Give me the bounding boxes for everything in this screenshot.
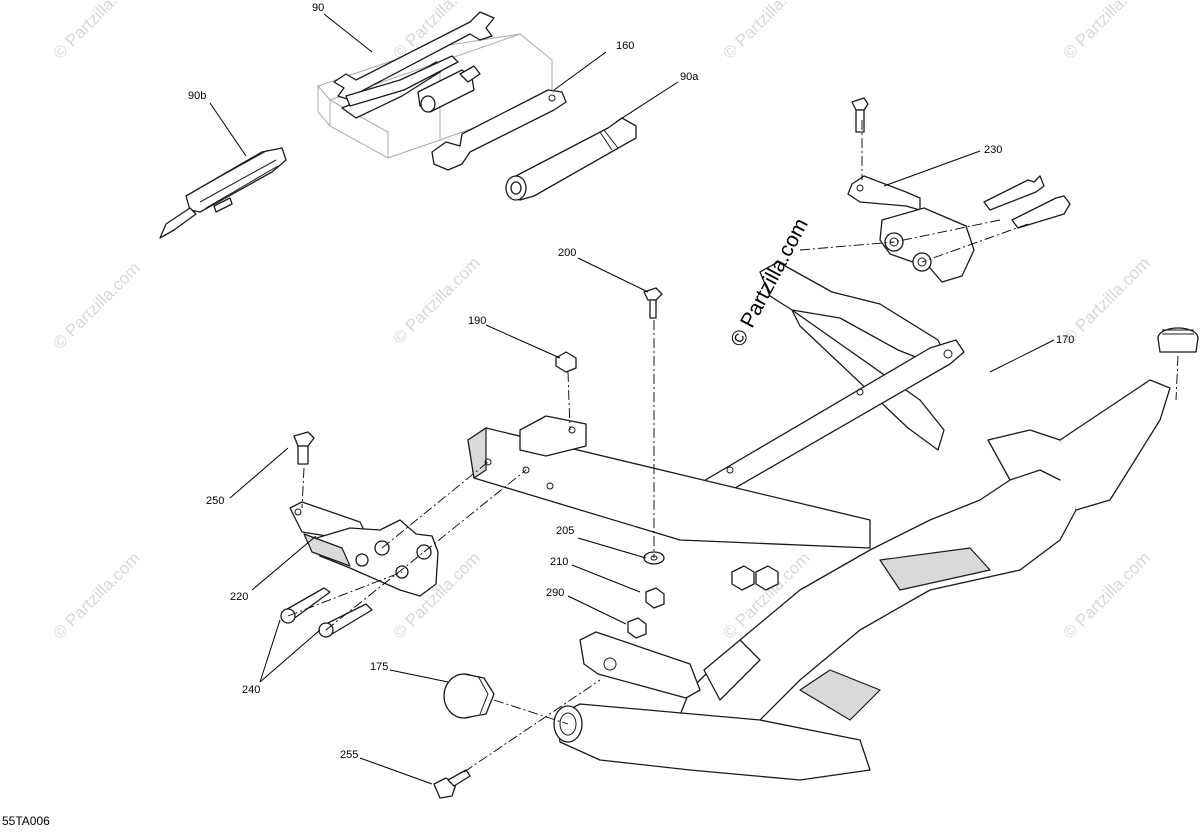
callout-90a: 90a: [680, 71, 699, 83]
watermark: © Partzilla.com: [49, 0, 143, 63]
spanner-160: [431, 89, 567, 171]
callout-210: 210: [550, 556, 568, 568]
leader-lines: [209, 13, 1055, 785]
tool-kit-pouch: [317, 11, 553, 159]
watermark: © Partzilla.com: [49, 258, 143, 352]
callout-290: 290: [546, 587, 564, 599]
watermark: © Partzilla.com: [389, 253, 483, 347]
hardware: [433, 287, 665, 799]
watermark: © Partzilla.com: [49, 548, 143, 642]
callout-230: 230: [984, 144, 1002, 156]
callout-220: 220: [230, 591, 248, 603]
watermark: © Partzilla.com: [1059, 548, 1153, 642]
watermark: © Partzilla.com: [1059, 0, 1153, 63]
bracket-220: [280, 431, 439, 638]
callout-255: 255: [340, 749, 358, 761]
diagram-code: 55TA006: [2, 814, 50, 828]
screwdriver: [159, 147, 287, 239]
callout-175: 175: [370, 661, 388, 673]
callout-90b: 90b: [188, 90, 206, 102]
alignment-lines: [287, 120, 1179, 773]
callout-190: 190: [468, 315, 486, 327]
bumper-frame: [467, 261, 1199, 781]
bracket-230: [847, 97, 1071, 283]
tube-wrench-90a: [505, 117, 637, 201]
callout-90: 90: [312, 2, 324, 14]
callout-240: 240: [242, 684, 260, 696]
callout-170: 170: [1056, 334, 1074, 346]
callout-205: 205: [556, 525, 574, 537]
callout-250: 250: [206, 495, 224, 507]
callout-160: 160: [616, 40, 634, 52]
callout-labels: 90 90b 160 90a 230 170 200 190 250 220 2…: [188, 2, 1074, 761]
watermark: © Partzilla.com: [719, 0, 813, 63]
callout-200: 200: [558, 247, 576, 259]
